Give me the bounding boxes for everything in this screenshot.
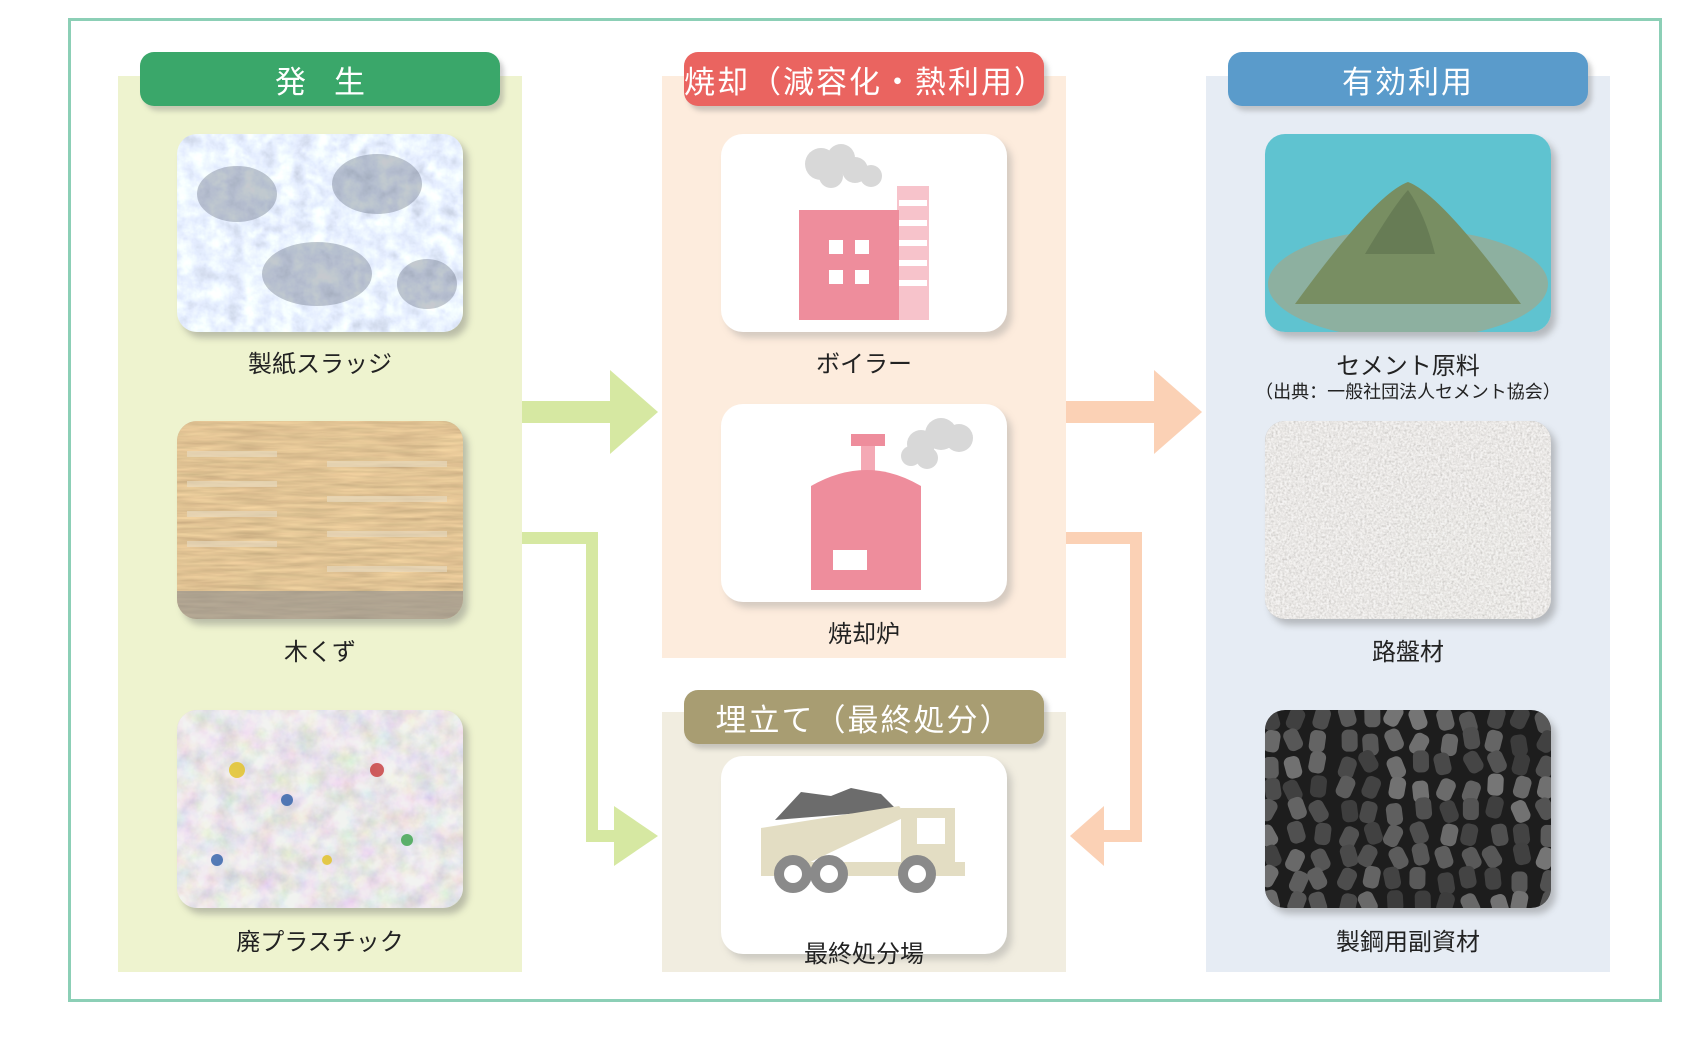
- roadbed-material-photo: [1265, 421, 1551, 619]
- utilization-item-label: 路盤材: [1372, 638, 1444, 666]
- utilization-header: 有効利用: [1228, 52, 1588, 106]
- steelmaking-material-photo: [1265, 710, 1551, 908]
- utilization-item-label: セメント原料: [1336, 352, 1480, 380]
- factory-icon: [799, 144, 929, 320]
- generation-item-label: 廃プラスチック: [236, 928, 404, 956]
- wood-waste-photo: [177, 421, 463, 619]
- generation-item-label: 木くず: [284, 638, 356, 666]
- arrow-generation-to-landfill: [522, 532, 658, 866]
- boiler-card: [721, 134, 1007, 332]
- utilization-item-label: 製鋼用副資材: [1336, 928, 1480, 956]
- source-credit: （出典：一般社団法人セメント協会）: [1255, 382, 1561, 403]
- dump-truck-icon: [761, 788, 965, 893]
- landfill-card: [721, 756, 1007, 954]
- arrow-generation-to-incineration: [522, 370, 658, 454]
- landfill-header: 埋立て（最終処分）: [684, 690, 1044, 744]
- arrow-incineration-to-landfill: [1066, 532, 1142, 866]
- landfill-item-label: 最終処分場: [804, 940, 924, 968]
- incineration-item-label: ボイラー: [816, 350, 912, 378]
- generation-item-label: 製紙スラッジ: [248, 350, 392, 378]
- cement-raw-material-photo: [1265, 134, 1551, 332]
- paper-sludge-photo: [177, 134, 463, 332]
- diagram-frame: [68, 18, 1662, 1002]
- waste-plastic-photo: [177, 710, 463, 908]
- incinerator-card: [721, 404, 1007, 602]
- generation-header: 発生: [140, 52, 500, 106]
- incinerator-icon: [811, 418, 973, 590]
- incineration-item-label: 焼却炉: [828, 620, 900, 648]
- incineration-header: 焼却（減容化・熱利用）: [684, 52, 1045, 106]
- arrow-incineration-to-utilization: [1066, 370, 1202, 454]
